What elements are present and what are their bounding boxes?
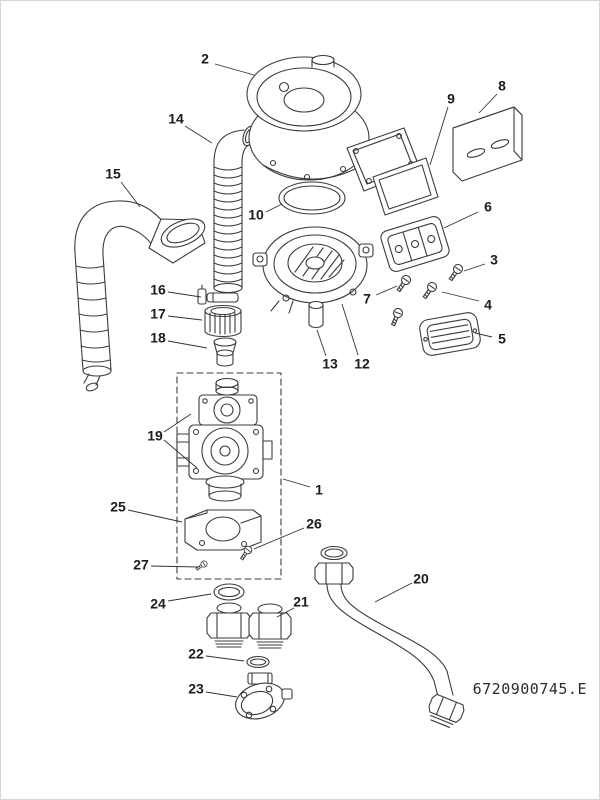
callout-16: 16 [150,282,166,298]
valve-bracket-part [184,509,262,551]
callout-22: 22 [188,646,204,662]
oring-24-part [213,583,245,601]
leader-line-18 [167,340,208,349]
callout-27: 27 [133,557,149,573]
callout-19: 19 [147,428,163,444]
leader-line-6 [443,211,479,229]
oring-22-part [246,655,270,669]
mounting-bracket-part [452,106,523,182]
callout-10: 10 [248,207,264,223]
callout-14: 14 [168,111,184,127]
leader-line-13 [316,329,327,357]
burner-assembly-part [252,226,374,314]
screw-4-part [420,280,439,301]
leader-line-19 [163,413,192,433]
gasket-ring-part [278,181,346,215]
callout-24: 24 [150,596,166,612]
callout-26: 26 [306,516,322,532]
screw-3-part [446,262,465,283]
leader-line-3 [463,263,486,272]
callout-12: 12 [354,356,370,372]
callout-1: 1 [315,482,323,498]
leader-line-20 [374,582,413,603]
callout-8: 8 [498,78,506,94]
gas-valve-part [176,377,273,502]
callout-25: 25 [110,499,126,515]
callout-13: 13 [322,356,338,372]
callout-labels: 2 8 9 14 15 10 6 3 7 4 5 16 17 18 13 12 19 1 25 26 27 24 21 20 2… [105,51,506,698]
ribbed-adapter-part [204,304,242,338]
document-code: 6720900745.E [473,680,587,698]
leader-line-1 [282,478,311,488]
gas-cock-part [235,672,293,720]
sleeve-part [308,300,324,329]
leader-line-23 [205,691,238,698]
callout-17: 17 [150,306,166,322]
callout-15: 15 [105,166,121,182]
union-fitting-part [206,602,252,648]
valve-group-box [176,372,282,580]
leader-line-10 [265,203,283,213]
callout-20: 20 [413,571,429,587]
screw-7a-part [394,273,413,294]
callout-18: 18 [150,330,166,346]
leader-line-21 [276,607,295,618]
leader-line-7 [375,285,398,296]
leader-line-26 [253,527,305,550]
callout-7: 7 [363,291,371,307]
leader-line-15 [120,181,141,208]
leader-line-5 [474,332,493,338]
leader-line-9 [429,106,449,166]
callout-23: 23 [188,681,204,697]
callout-6: 6 [484,199,492,215]
fan-gasket-part [372,157,439,216]
leader-line-17 [167,315,203,321]
screw-27-part [194,559,209,573]
callout-3: 3 [490,252,498,268]
injector-part [213,337,237,367]
leader-line-25 [127,509,183,523]
callout-21: 21 [293,594,309,610]
leader-line-4 [441,291,480,302]
leader-line-2 [214,63,255,76]
screw-7b-part [388,306,405,328]
leader-line-24 [167,593,212,602]
leader-line-12 [341,303,359,356]
leader-line-27 [150,565,199,568]
intake-pipe-part [74,200,206,392]
callout-5: 5 [498,331,506,347]
leader-line-19 [163,439,198,469]
callout-2: 2 [201,51,209,67]
leader-line-14 [184,125,213,144]
callout-4: 4 [484,297,492,313]
leader-line-16 [167,291,202,298]
union-fitting-21-part [248,603,292,649]
callout-9: 9 [447,91,455,107]
backplate-part [380,216,450,272]
louver-plate-part [419,312,481,356]
leader-line-22 [205,655,245,662]
gas-pipe-part [314,545,465,728]
leader-line-8 [478,93,498,114]
